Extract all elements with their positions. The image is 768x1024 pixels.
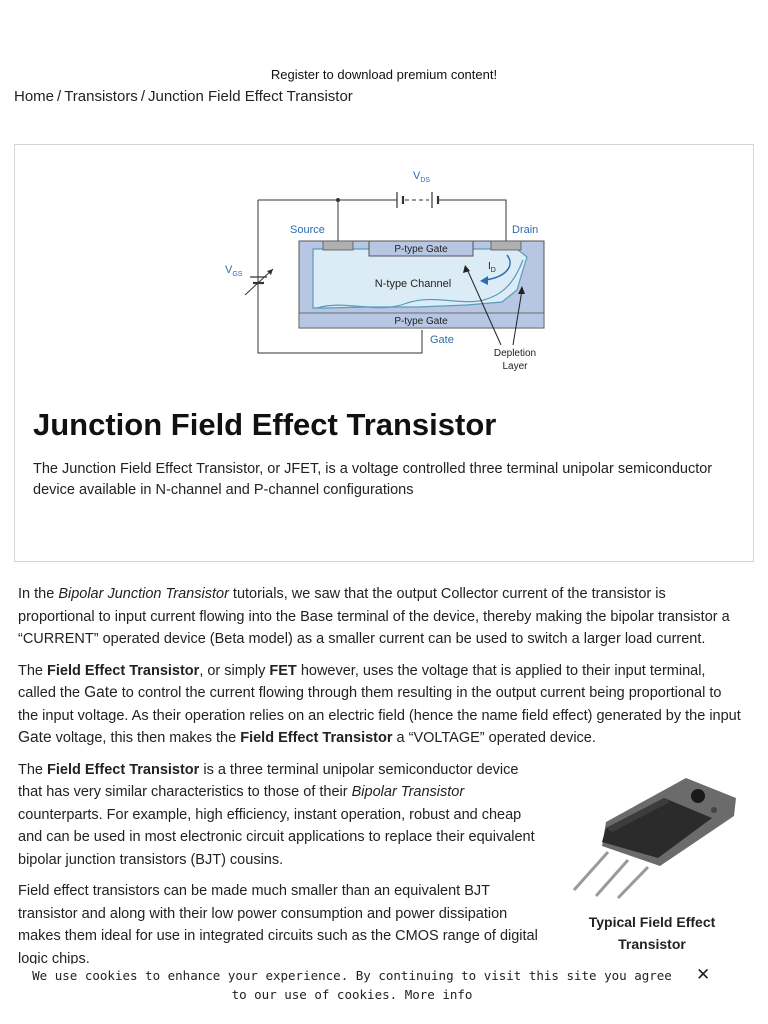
close-icon[interactable]: ✕: [696, 965, 711, 985]
breadcrumb-separator: /: [57, 88, 62, 105]
source-contact: [322, 240, 354, 251]
transistor-photo: [572, 778, 736, 900]
ptype-gate-top-label: P-type Gate: [394, 244, 448, 255]
jfet-diagram: VDS VGS P-type Gate P-type Gate N-type C…: [225, 170, 545, 372]
depletion-pointer-1: [466, 268, 502, 346]
depletion-pointer-2-head: [518, 286, 525, 294]
promo-text[interactable]: Register to download premium content!: [270, 67, 498, 82]
paragraph-4: Field effect transistors can be made muc…: [18, 883, 538, 967]
bottom-gate-region: [298, 312, 545, 329]
source-label: Source: [290, 224, 325, 236]
depletion-label-line2: Layer: [502, 361, 528, 372]
id-arrow: [484, 254, 511, 281]
id-arrowhead: [480, 276, 488, 285]
transistor-lead-1: [572, 850, 610, 892]
figure-caption: Typical Field Effect Transistor: [588, 914, 716, 952]
breadcrumb-current: Junction Field Effect Transistor: [147, 88, 353, 105]
transistor-lead-3: [616, 865, 650, 900]
page-title: Junction Field Effect Transistor: [33, 407, 497, 442]
transistor-lead-2: [594, 859, 630, 897]
tab-dot: [711, 807, 717, 813]
drain-contact: [490, 240, 522, 251]
page-description: The Junction Field Effect Transistor, or…: [33, 461, 713, 498]
transistor-body: [602, 798, 712, 858]
breadcrumb-home[interactable]: Home: [14, 88, 55, 105]
top-gate-region: [368, 240, 474, 257]
cookie-more-info-link[interactable]: More info: [404, 986, 473, 1002]
breadcrumb-transistors[interactable]: Transistors: [64, 88, 138, 105]
depletion-pointer-2: [512, 289, 523, 346]
article-body: In the Bipolar Junction Transistor tutor…: [18, 583, 744, 979]
vds-label: VDS: [413, 170, 430, 184]
transistor-figure: Typical Field Effect Transistor: [566, 770, 738, 955]
junction-dot: [336, 198, 340, 202]
featured-card: VDS VGS P-type Gate P-type Gate N-type C…: [14, 144, 754, 562]
cookie-message: We use cookies to enhance your experienc…: [32, 968, 672, 1002]
source-wire: [258, 199, 339, 243]
depletion-pointer-1-head: [463, 265, 470, 273]
paragraph-2: The Field Effect Transistor, or simply F…: [18, 662, 741, 747]
ntype-channel-label: N-type Channel: [375, 278, 451, 290]
n-channel-region: [312, 248, 528, 309]
breadcrumb: Home/Transistors/Junction Field Effect T…: [14, 88, 353, 105]
drain-label: Drain: [512, 224, 538, 236]
id-label: ID: [488, 261, 496, 274]
paragraph-1: In the Bipolar Junction Transistor tutor…: [18, 586, 730, 647]
body-highlight: [606, 798, 670, 832]
paragraph-3: The Field Effect Transistor is a three t…: [18, 761, 535, 868]
vgs-label: VGS: [225, 264, 243, 278]
drain-wire: [439, 199, 507, 243]
breadcrumb-separator: /: [140, 88, 145, 105]
vgs-variable-arrow: [244, 268, 274, 296]
mounting-hole: [691, 789, 705, 803]
cookie-banner: We use cookies to enhance your experienc…: [0, 964, 768, 1004]
premium-content-banner[interactable]: Register to download premium content!: [0, 67, 768, 82]
gate-label: Gate: [430, 334, 454, 346]
depletion-label-line1: Depletion: [494, 348, 536, 359]
ptype-gate-bottom-label: P-type Gate: [394, 316, 448, 327]
depletion-boundary: [316, 259, 524, 309]
vgs-arrowhead: [267, 269, 273, 275]
